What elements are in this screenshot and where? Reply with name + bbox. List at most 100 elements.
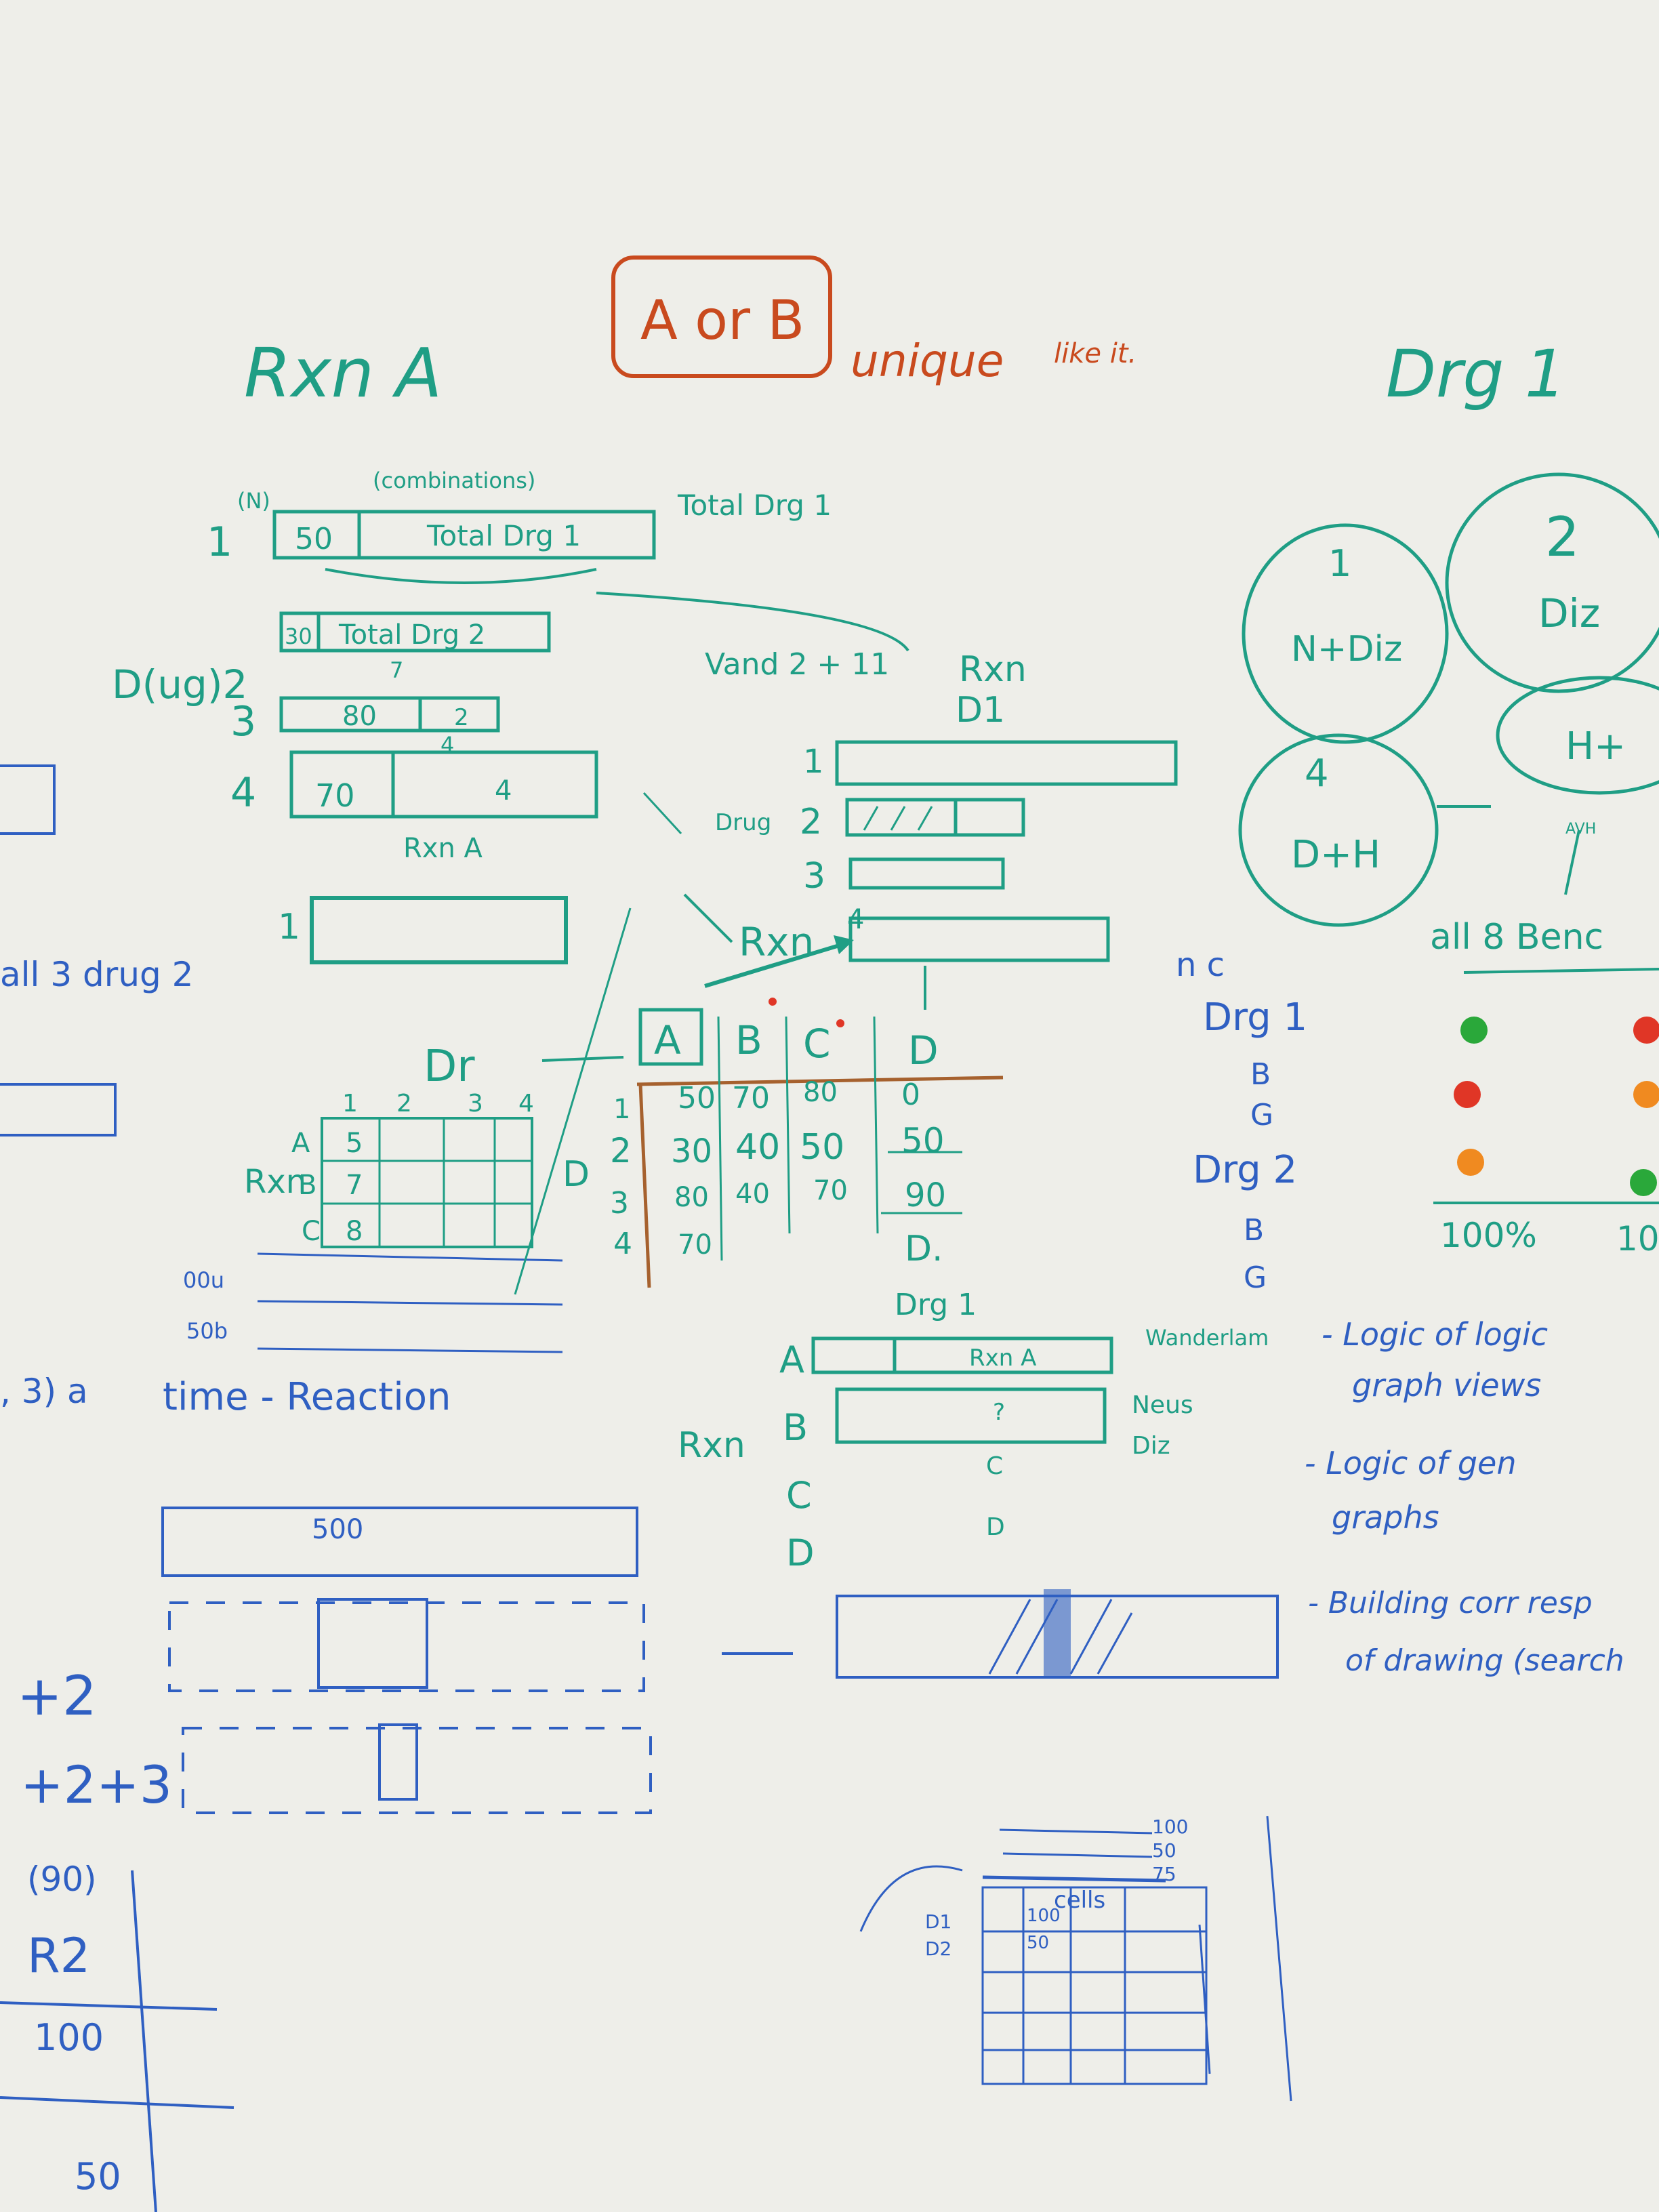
title-a-or-b: A or B — [640, 289, 804, 352]
lower-row-b: B — [783, 1406, 808, 1449]
circle-4 — [1496, 676, 1659, 795]
bar-2-left: 30 — [285, 623, 312, 649]
venn-circles: 1 N+Diz 2 Diz 4 D+H H+ AVH — [1238, 472, 1659, 927]
edge-grid-v — [131, 1870, 157, 2212]
lower-row-c: C — [786, 1474, 812, 1517]
matrix-col-box-a — [638, 1008, 703, 1066]
right-list-g1: G — [1250, 1098, 1273, 1132]
matrix-r3-c2: 40 — [735, 1179, 770, 1210]
bar-5-label: 1 — [278, 907, 300, 947]
dot-grid: all 8 Benc 100% 10 — [1430, 917, 1659, 1258]
circle-3-text: D+H — [1291, 833, 1380, 877]
small-grid-cell-2: 7 — [346, 1170, 363, 1201]
sketch-grid — [981, 1886, 1208, 2085]
edge-note-7: 100 — [34, 2016, 104, 2059]
circles-arrow — [1564, 830, 1580, 895]
bottom-right-sketch: 100 50 75 cells D1 D2 100 50 — [859, 1816, 1292, 2102]
circle-2-text: Diz — [1538, 590, 1600, 636]
right-list-b2: B — [1244, 1213, 1264, 1248]
matrix-r4-c4: D. — [905, 1229, 943, 1269]
matrix-r2-c3: 50 — [800, 1127, 844, 1168]
small-grid-col-3: 3 — [468, 1090, 483, 1118]
matrix-arrow-head — [834, 935, 854, 954]
top-titles: Rxn A A or B unique like it. Drg 1 — [244, 255, 1566, 413]
matrix-left-rule — [638, 1084, 651, 1288]
matrix-top-rule — [636, 1076, 1004, 1086]
lower-row-d: D — [786, 1532, 815, 1574]
lower-row-a: A — [779, 1338, 804, 1381]
lower-bar-b-text: ? — [993, 1399, 1005, 1426]
sketch-label-1: 100 — [1152, 1816, 1188, 1838]
sketch-label-3: 75 — [1152, 1863, 1176, 1885]
center-slash-2 — [683, 893, 733, 943]
dot-orange-1 — [1457, 1149, 1484, 1176]
row-label-4: 4 — [230, 769, 256, 817]
center-row-1: 1 — [803, 743, 824, 781]
dot-orange-2 — [1633, 1081, 1659, 1108]
small-grid-note-2: 50b — [186, 1318, 228, 1344]
dot-grid-foot-left: 100% — [1440, 1216, 1537, 1255]
row-label-drug2: D(ug)2 — [112, 661, 247, 708]
center-bar-2-hatch — [863, 806, 933, 831]
edge-grid-h1 — [0, 2001, 218, 2011]
note-2b: graphs — [1332, 1499, 1439, 1536]
bar-1 — [272, 510, 656, 560]
matrix-col-d: D — [908, 1027, 939, 1073]
title-unique: unique — [851, 335, 1004, 387]
drug-bar-sketch: (N) (combinations) 1 50 Total Drg 1 Tota… — [112, 468, 909, 964]
paren-combinations: (combinations) — [373, 468, 535, 493]
matrix-r3-c1: 80 — [674, 1182, 709, 1213]
small-grid-col-1: 1 — [342, 1090, 358, 1118]
matrix-r1-c3: 80 — [803, 1077, 838, 1108]
paren-n: (N) — [237, 488, 270, 514]
edge-note-6: R2 — [27, 1928, 90, 1984]
sketch-right-arrow — [1266, 1816, 1292, 2102]
rxn-a-caption: Rxn A — [403, 833, 483, 864]
edge-note-3: +2 — [17, 1664, 97, 1727]
circle-1-top: 1 — [1328, 542, 1351, 585]
matrix-v2 — [785, 1016, 791, 1234]
long-arrow-curve — [596, 592, 909, 652]
matrix-v3 — [873, 1016, 879, 1234]
row-label-3: 3 — [230, 698, 256, 745]
small-grid-ext-3 — [257, 1347, 563, 1353]
small-grid-ext-2 — [257, 1300, 563, 1306]
title-box — [611, 255, 832, 378]
matrix-dot-c — [836, 1019, 844, 1027]
lower-bar-a — [811, 1336, 1113, 1374]
center-row-3: 3 — [803, 856, 825, 897]
small-grid-col-4: 4 — [518, 1090, 534, 1118]
dot-green-2 — [1630, 1169, 1657, 1196]
right-list-top: n c — [1176, 946, 1225, 984]
matrix-r1-c4: 0 — [901, 1078, 920, 1112]
lower-side-a: Wanderlam — [1145, 1325, 1269, 1351]
small-grid-row-a: A — [291, 1128, 310, 1159]
bar-2 — [279, 611, 551, 653]
matrix-dot-b — [769, 998, 777, 1006]
matrix-arrow — [704, 940, 851, 988]
center-caption-top: Vand 2 + 11 — [705, 647, 889, 682]
note-2a: - Logic of gen — [1305, 1445, 1517, 1481]
bar-3-top: 7 — [390, 657, 403, 683]
matrix-r2-c4: 50 — [901, 1121, 945, 1160]
lower-side-c: Diz — [1132, 1432, 1170, 1460]
lower-bar-b — [835, 1387, 1107, 1444]
title-rxn-a: Rxn A — [244, 333, 442, 413]
dot-grid-foot-right: 10 — [1616, 1219, 1659, 1258]
circles-arrow-label: AVH — [1565, 821, 1596, 838]
small-grid-row-c: C — [302, 1216, 321, 1247]
note-3b: of drawing (search — [1345, 1643, 1624, 1678]
sketch-row-a: D1 — [925, 1910, 951, 1933]
sketch-rule-2 — [1002, 1852, 1153, 1858]
notes-list: - Logic of logic graph views - Logic of … — [1305, 1316, 1624, 1678]
sketch-curve — [859, 1865, 963, 1932]
rxn-matrix: Rxn A B C D D 1 50 70 80 0 2 30 40 50 50… — [541, 919, 1004, 1288]
center-bar-3 — [848, 857, 1005, 890]
right-list-drg1: Drg 1 — [1203, 996, 1307, 1040]
dot-red-2 — [1633, 1017, 1659, 1044]
bar-1-side: Total Drg 1 — [677, 489, 832, 522]
dot-grid-title: all 8 Benc — [1430, 917, 1603, 958]
edge-box-1 — [0, 764, 56, 835]
dot-grid-rule — [1463, 968, 1659, 974]
bottom-solid-inner — [317, 1598, 428, 1689]
